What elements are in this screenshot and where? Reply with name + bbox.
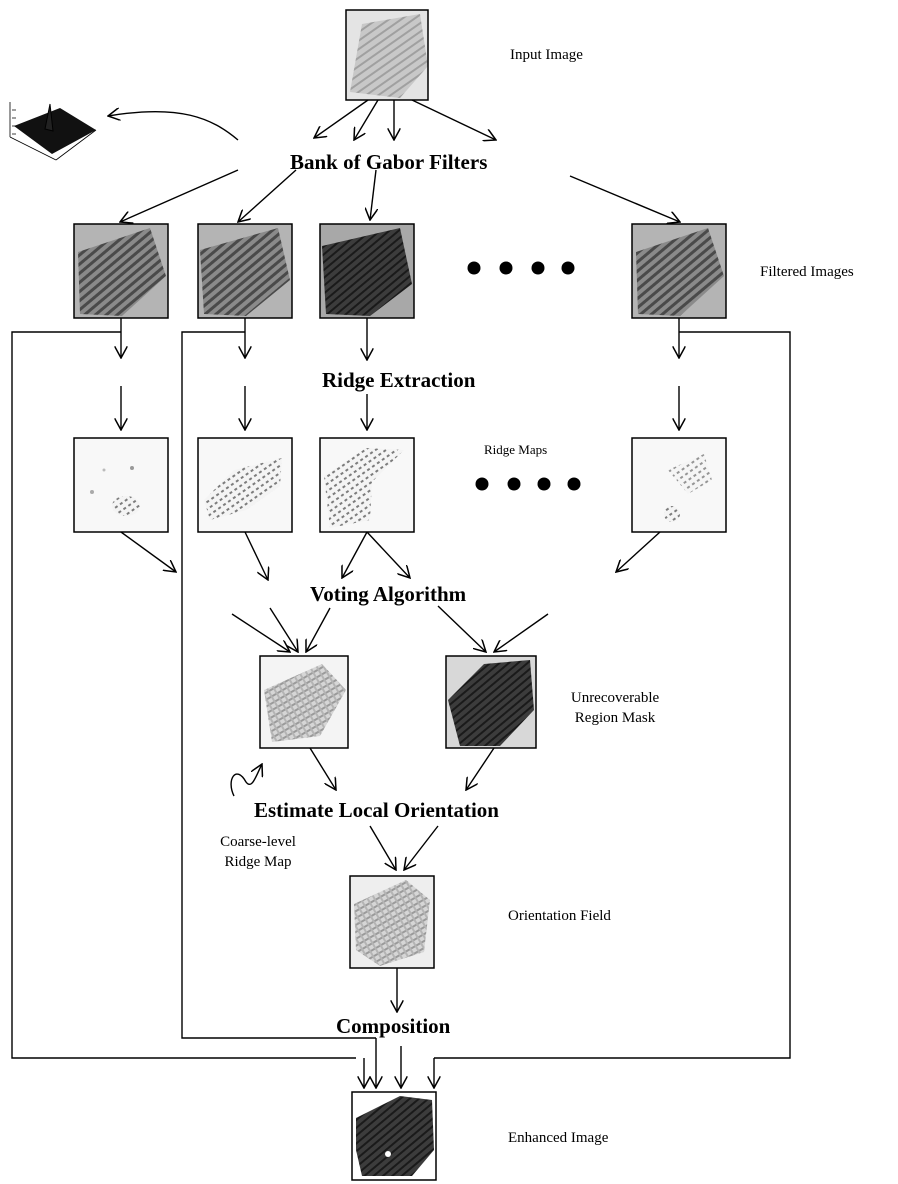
composition-label: Composition bbox=[336, 1014, 451, 1038]
filtered-images-label: Filtered Images bbox=[760, 264, 854, 280]
orientation-field-label: Orientation Field bbox=[508, 908, 611, 924]
input-image bbox=[345, 9, 429, 101]
bypass-lines bbox=[11, 331, 791, 1059]
enhanced-image bbox=[351, 1091, 437, 1181]
ridge-map-1 bbox=[73, 437, 169, 533]
enhanced-image-label: Enhanced Image bbox=[508, 1130, 609, 1146]
unrecoverable-region-mask-label: Unrecoverable Region Mask bbox=[550, 688, 680, 728]
gabor-filter-3d-plot bbox=[9, 102, 97, 161]
ridge-maps-ellipsis bbox=[475, 477, 581, 491]
filtered-images-ellipsis bbox=[467, 261, 575, 275]
coarse-level-line-1: Coarse-level bbox=[220, 834, 296, 850]
unrecoverable-region-mask-line-2: Region Mask bbox=[574, 710, 656, 726]
estimate-local-orientation-label: Estimate Local Orientation bbox=[254, 798, 499, 822]
ridge-map-3 bbox=[319, 437, 415, 533]
connectors bbox=[108, 99, 680, 1088]
orientation-field-image bbox=[349, 875, 435, 969]
filtered-image-n bbox=[631, 223, 727, 319]
coarse-level-ridge-map-image bbox=[259, 655, 349, 749]
coarse-level-ridge-map-label: Coarse-level Ridge Map bbox=[196, 832, 320, 872]
unrecoverable-region-mask-line-1: Unrecoverable bbox=[570, 690, 660, 706]
filtered-image-2 bbox=[197, 223, 293, 319]
ridge-map-2 bbox=[197, 437, 293, 533]
voting-algorithm-label: Voting Algorithm bbox=[310, 582, 467, 606]
coarse-level-line-2: Ridge Map bbox=[224, 854, 292, 870]
input-image-label: Input Image bbox=[510, 47, 583, 63]
ridge-maps-label: Ridge Maps bbox=[484, 442, 548, 457]
ridge-map-n bbox=[631, 437, 727, 533]
bypass-arrowheads bbox=[364, 1038, 434, 1088]
filtered-image-1 bbox=[73, 223, 169, 319]
ridge-extraction-label: Ridge Extraction bbox=[322, 368, 476, 392]
filtered-image-3 bbox=[319, 223, 415, 319]
bank-of-gabor-filters-label: Bank of Gabor Filters bbox=[290, 150, 488, 174]
unrecoverable-region-mask-image bbox=[445, 655, 537, 749]
